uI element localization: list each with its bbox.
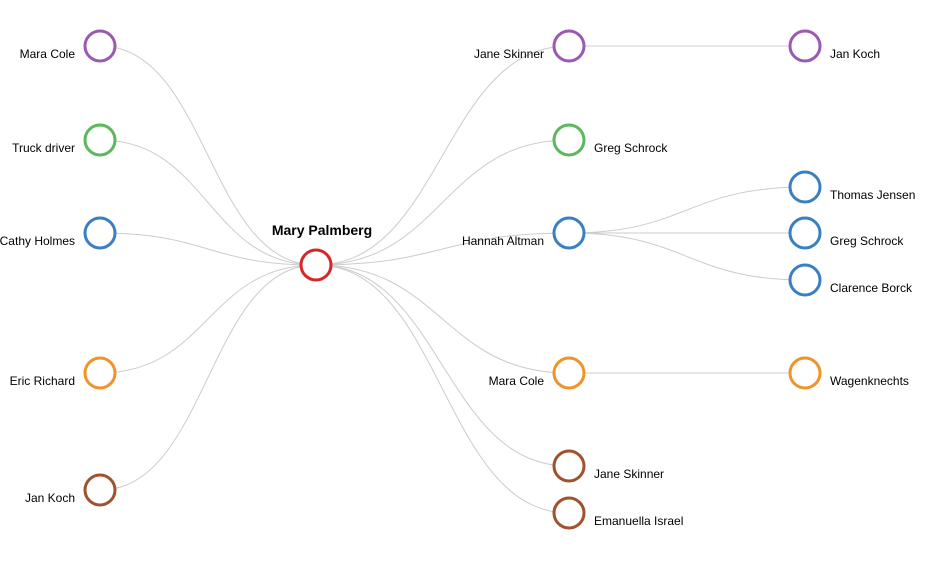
node-circle[interactable] [552, 123, 586, 157]
node-cathy-holmes[interactable]: Cathy Holmes [0, 216, 117, 250]
node-circle[interactable] [83, 123, 117, 157]
root-label: Mary Palmberg [272, 222, 372, 238]
node-thomas-jensen[interactable]: Thomas Jensen [788, 170, 915, 204]
node-jan-koch[interactable]: Jan Koch [788, 29, 880, 63]
node-circle[interactable] [788, 29, 822, 63]
node-label: Eric Richard [10, 374, 75, 388]
link-root-to-mara-cole [315, 264, 570, 374]
node-circle[interactable] [83, 356, 117, 390]
link-root-to-emanuella-israel [315, 264, 570, 514]
node-label: Jan Koch [25, 491, 75, 505]
node-label: Cathy Holmes [0, 234, 75, 248]
node-label: Mara Cole [489, 374, 545, 388]
node-circle[interactable] [299, 248, 333, 282]
node-jane-skinner[interactable]: Jane Skinner [552, 449, 664, 483]
node-circle[interactable] [552, 29, 586, 63]
node-label: Wagenknechts [830, 374, 909, 388]
node-circle[interactable] [788, 263, 822, 297]
node-label: Greg Schrock [594, 141, 668, 155]
link-root-to-cathy-holmes [99, 232, 317, 266]
node-jan-koch[interactable]: Jan Koch [25, 473, 117, 507]
node-greg-schrock[interactable]: Greg Schrock [552, 123, 668, 157]
link-root-to-greg-schrock [315, 139, 570, 266]
node-hannah-altman[interactable]: Hannah Altman [462, 216, 586, 250]
node-mara-cole[interactable]: Mara Cole [489, 356, 586, 390]
node-circle[interactable] [83, 473, 117, 507]
node-label: Mara Cole [20, 47, 76, 61]
link-root-to-eric-richard [99, 264, 317, 374]
link-root-to-hannah-altman [315, 232, 570, 266]
link-root-to-jane-skinner [315, 264, 570, 467]
node-label: Greg Schrock [830, 234, 904, 248]
node-label: Jane Skinner [594, 467, 664, 481]
node-label: Truck driver [12, 141, 75, 155]
node-circle[interactable] [552, 496, 586, 530]
node-clarence-borck[interactable]: Clarence Borck [788, 263, 913, 297]
node-circle[interactable] [83, 216, 117, 250]
node-label: Clarence Borck [830, 281, 913, 295]
link-hannah-altman-to-thomas-jensen [568, 186, 806, 234]
node-emanuella-israel[interactable]: Emanuella Israel [552, 496, 683, 530]
link-hannah-altman-to-clarence-borck [568, 232, 806, 281]
node-circle[interactable] [83, 29, 117, 63]
link-root-to-mara-cole [99, 45, 317, 266]
node-wagenknechts[interactable]: Wagenknechts [788, 356, 909, 390]
node-greg-schrock[interactable]: Greg Schrock [788, 216, 904, 250]
node-circle[interactable] [552, 449, 586, 483]
node-circle[interactable] [788, 356, 822, 390]
link-root-to-jan-koch [99, 264, 317, 491]
node-label: Emanuella Israel [594, 514, 683, 528]
node-eric-richard[interactable]: Eric Richard [10, 356, 117, 390]
link-root-to-jane-skinner [315, 45, 570, 266]
node-mary-palmberg[interactable]: Mary Palmberg [272, 222, 372, 282]
node-truck-driver[interactable]: Truck driver [12, 123, 117, 157]
node-mara-cole[interactable]: Mara Cole [20, 29, 117, 63]
node-circle[interactable] [552, 216, 586, 250]
node-label: Thomas Jensen [830, 188, 915, 202]
node-circle[interactable] [788, 216, 822, 250]
node-circle[interactable] [788, 170, 822, 204]
node-label: Jane Skinner [474, 47, 544, 61]
link-root-to-truck-driver [99, 139, 317, 266]
node-jane-skinner[interactable]: Jane Skinner [474, 29, 586, 63]
node-circle[interactable] [552, 356, 586, 390]
link-layer [99, 45, 806, 514]
node-label: Hannah Altman [462, 234, 544, 248]
node-label: Jan Koch [830, 47, 880, 61]
